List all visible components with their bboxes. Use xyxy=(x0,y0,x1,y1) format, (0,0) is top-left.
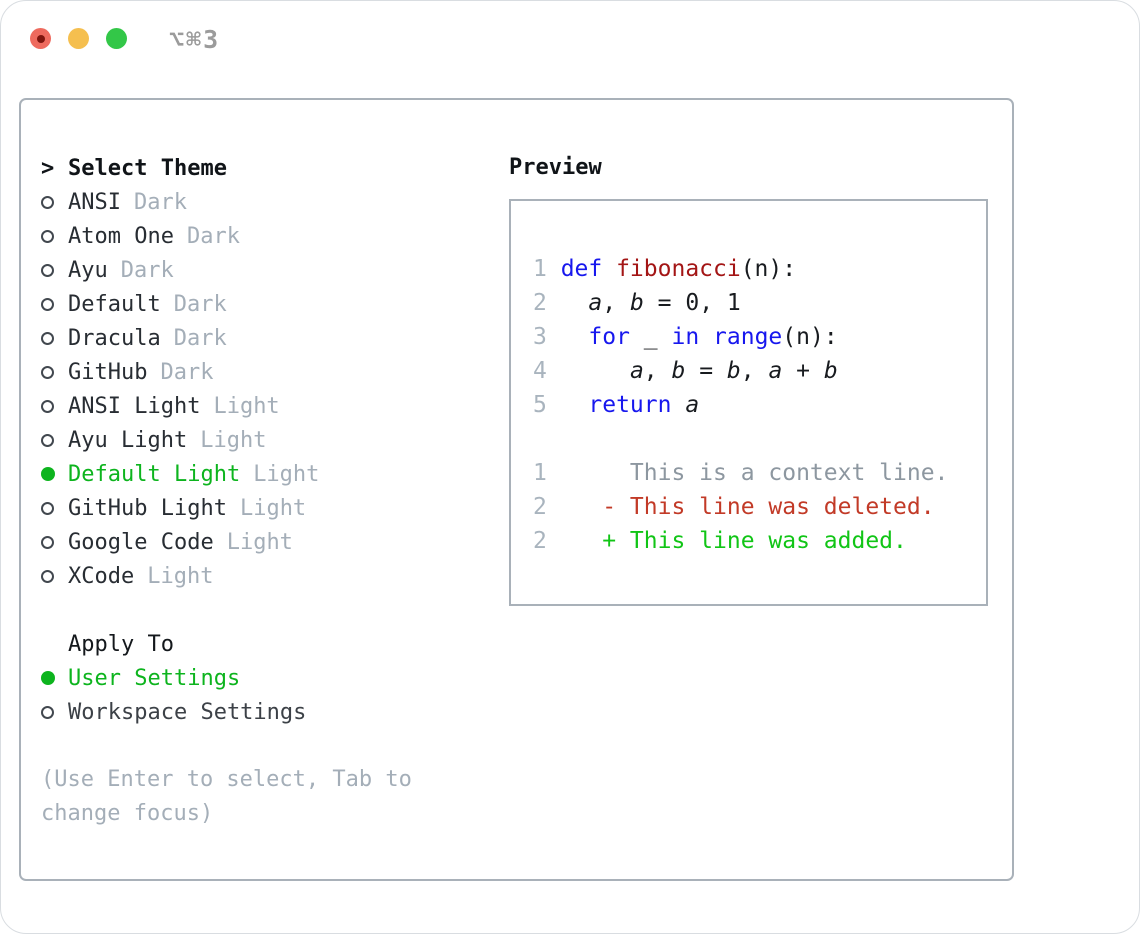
apply-to-header: Apply To xyxy=(68,631,174,657)
preview-line: 5 return a xyxy=(533,392,700,418)
theme-option-ayu-light[interactable]: Ayu Light Light xyxy=(41,423,503,457)
titlebar xyxy=(30,28,127,49)
theme-option-github[interactable]: GitHub Dark xyxy=(41,355,503,389)
theme-name: XCode xyxy=(68,563,135,589)
theme-option-ansi[interactable]: ANSI Dark xyxy=(41,185,503,219)
radio-icon xyxy=(41,501,68,515)
apply-option-user-settings[interactable]: User Settings xyxy=(41,661,503,695)
radio-icon xyxy=(41,331,68,345)
theme-name: ANSI xyxy=(68,189,121,215)
theme-variant: Light xyxy=(253,461,320,487)
window-title: ⌥⌘3 xyxy=(169,25,221,54)
theme-name: Default Light xyxy=(68,461,241,487)
preview-line: 1 This is a context line. xyxy=(533,460,949,486)
hint-text: (Use Enter to select, Tab to change focu… xyxy=(41,767,412,826)
theme-variant: Light xyxy=(200,427,267,453)
theme-variant: Dark xyxy=(173,325,227,351)
minimize-button[interactable] xyxy=(68,28,89,49)
line-number: 2 xyxy=(533,528,547,554)
theme-name: Atom One xyxy=(68,223,174,249)
cursor-arrow-icon: > xyxy=(41,155,55,181)
theme-variant: Dark xyxy=(133,189,187,215)
theme-option-default-light[interactable]: Default Light Light xyxy=(41,457,503,491)
theme-option-ansi-light[interactable]: ANSI Light Light xyxy=(41,389,503,423)
theme-name: GitHub xyxy=(68,359,148,385)
preview-line: 2 - This line was deleted. xyxy=(533,494,935,520)
spacer xyxy=(41,593,503,627)
zoom-button[interactable] xyxy=(106,28,127,49)
apply-to-header-row: Apply To xyxy=(41,627,503,661)
line-number: 4 xyxy=(533,358,547,384)
theme-name: Google Code xyxy=(68,529,214,555)
theme-option-dracula[interactable]: Dracula Dark xyxy=(41,321,503,355)
radio-icon xyxy=(41,263,68,277)
theme-option-xcode[interactable]: XCode Light xyxy=(41,559,503,593)
line-number: 1 xyxy=(533,256,547,282)
line-number: 5 xyxy=(533,392,547,418)
radio-icon xyxy=(41,535,68,549)
theme-name: Ayu xyxy=(68,257,108,283)
radio-icon xyxy=(41,399,68,413)
theme-option-atom-one[interactable]: Atom One Dark xyxy=(41,219,503,253)
radio-selected-icon xyxy=(41,467,68,481)
theme-variant: Light xyxy=(226,529,293,555)
record-dot-icon xyxy=(36,34,45,43)
line-number: 2 xyxy=(533,290,547,316)
preview-line: 3 for _ in range(n): xyxy=(533,324,838,350)
preview-line: 4 a, b = b, a + b xyxy=(533,358,838,384)
select-theme-header: Select Theme xyxy=(68,155,227,181)
radio-icon xyxy=(41,569,68,583)
apply-option-workspace-settings[interactable]: Workspace Settings xyxy=(41,695,503,729)
theme-variant: Light xyxy=(213,393,280,419)
close-button[interactable] xyxy=(30,28,51,49)
radio-icon xyxy=(41,705,68,719)
theme-variant: Dark xyxy=(120,257,174,283)
theme-option-default[interactable]: Default Dark xyxy=(41,287,503,321)
theme-name: GitHub Light xyxy=(68,495,227,521)
radio-selected-icon xyxy=(41,671,68,685)
theme-variant: Dark xyxy=(173,291,227,317)
preview-line xyxy=(533,422,978,456)
apply-option-label: User Settings xyxy=(68,665,241,691)
theme-option-google-code[interactable]: Google Code Light xyxy=(41,525,503,559)
theme-name: Dracula xyxy=(68,325,161,351)
apply-option-label: Workspace Settings xyxy=(68,699,307,725)
preview-line: 2 a, b = 0, 1 xyxy=(533,290,741,316)
theme-variant: Light xyxy=(147,563,214,589)
theme-name: ANSI Light xyxy=(68,393,201,419)
preview-line: 2 + This line was added. xyxy=(533,528,907,554)
theme-name: Default xyxy=(68,291,161,317)
radio-icon xyxy=(41,433,68,447)
line-number: 3 xyxy=(533,324,547,350)
theme-variant: Dark xyxy=(160,359,214,385)
theme-option-ayu[interactable]: Ayu Dark xyxy=(41,253,503,287)
radio-icon xyxy=(41,195,68,209)
preview-header: Preview xyxy=(509,155,602,180)
theme-name: Ayu Light xyxy=(68,427,188,453)
radio-icon xyxy=(41,365,68,379)
theme-variant: Light xyxy=(239,495,307,521)
radio-icon xyxy=(41,229,68,243)
line-number: 1 xyxy=(533,460,547,486)
select-theme-header-row: > Select Theme xyxy=(41,151,503,185)
line-number: 2 xyxy=(533,494,547,520)
theme-variant: Dark xyxy=(186,223,240,249)
radio-icon xyxy=(41,297,68,311)
theme-option-github-light[interactable]: GitHub Light Light xyxy=(41,491,503,525)
